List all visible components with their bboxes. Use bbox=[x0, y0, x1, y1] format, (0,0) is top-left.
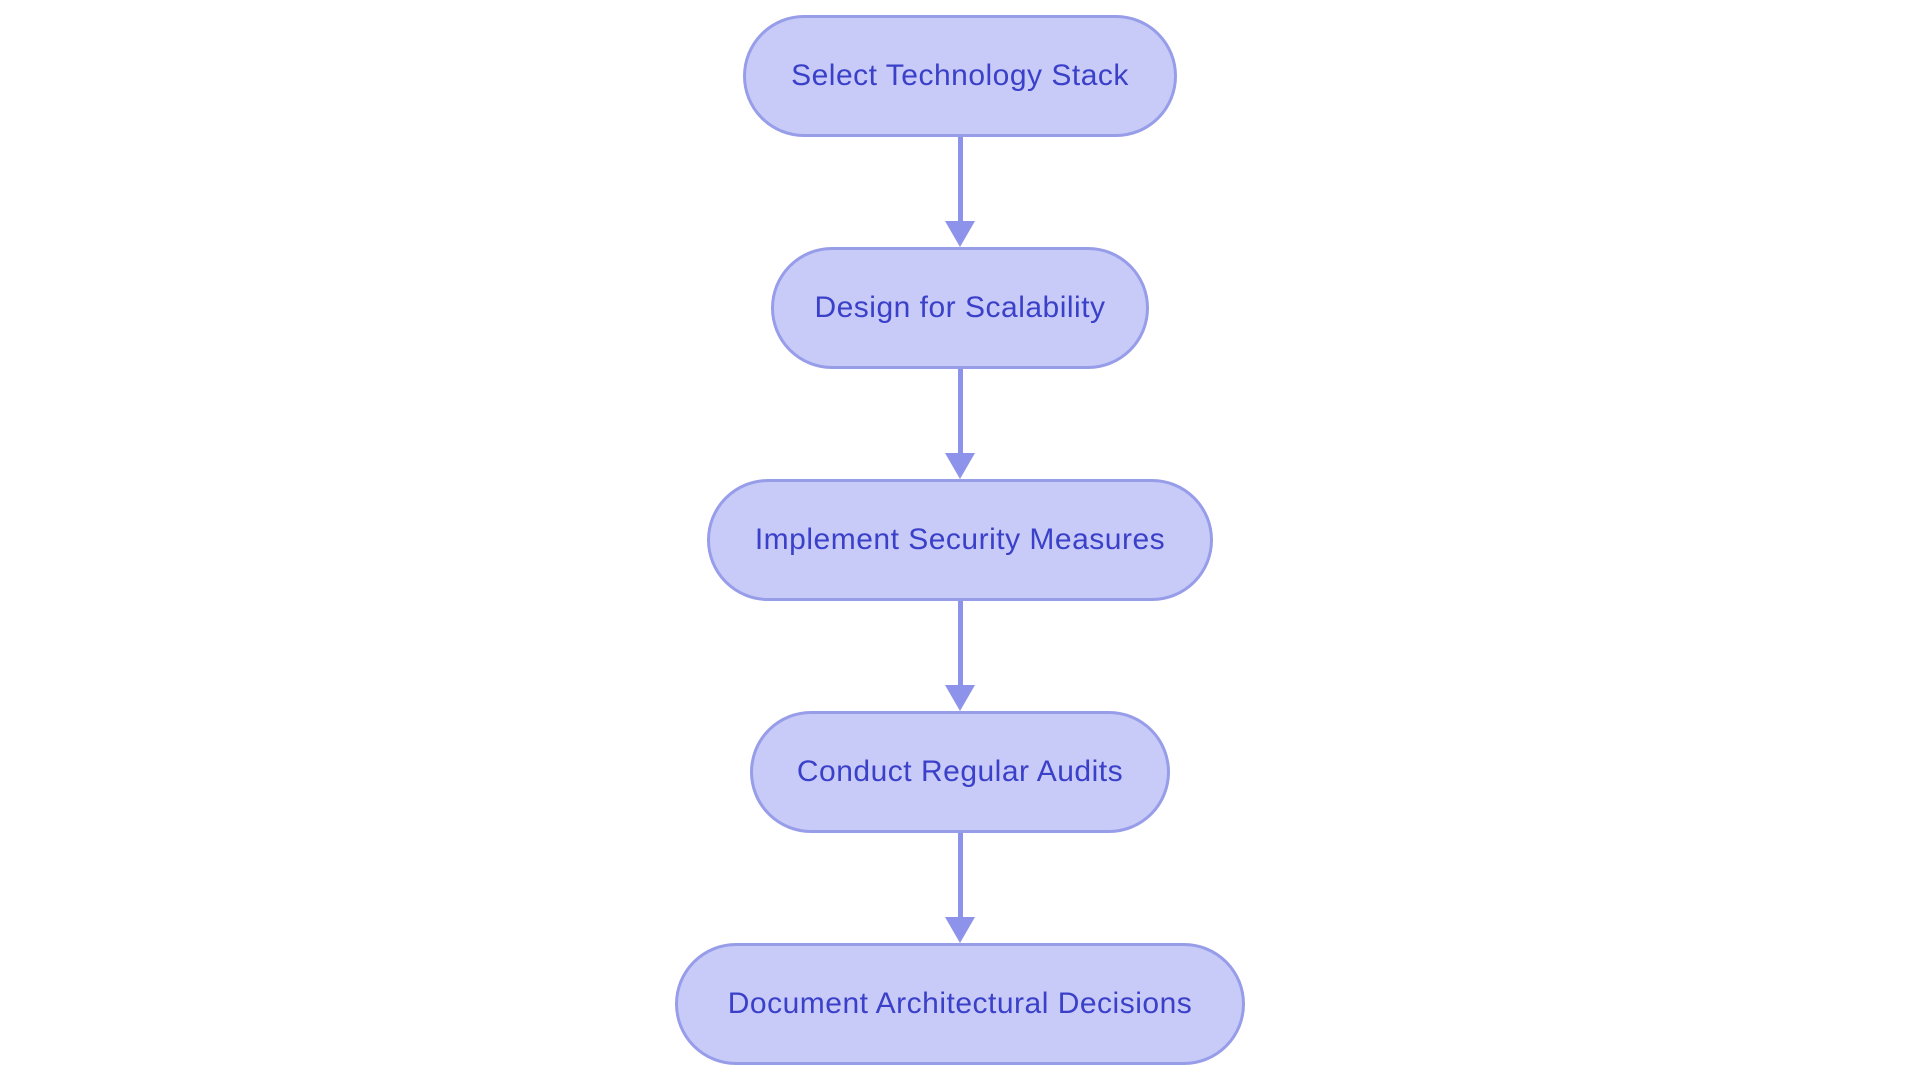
arrow-head-down-icon bbox=[945, 917, 975, 943]
arrow-head-down-icon bbox=[945, 221, 975, 247]
arrow-shaft bbox=[957, 369, 963, 453]
flow-node-conduct-regular-audits: Conduct Regular Audits bbox=[750, 711, 1170, 833]
flow-node-label: Implement Security Measures bbox=[754, 523, 1166, 556]
arrow-shaft bbox=[957, 833, 963, 917]
flow-arrow-3 bbox=[945, 601, 975, 711]
flow-node-implement-security-measures: Implement Security Measures bbox=[707, 479, 1213, 601]
arrow-shaft bbox=[957, 601, 963, 685]
flow-node-label: Document Architectural Decisions bbox=[727, 987, 1193, 1020]
flow-arrow-1 bbox=[945, 137, 975, 247]
arrow-shaft bbox=[957, 137, 963, 221]
flow-node-label: Conduct Regular Audits bbox=[796, 755, 1124, 788]
flow-node-select-technology-stack: Select Technology Stack bbox=[743, 15, 1177, 137]
flow-node-label: Select Technology Stack bbox=[791, 59, 1129, 92]
flow-node-document-architectural-decisions: Document Architectural Decisions bbox=[675, 943, 1245, 1065]
flow-node-label: Design for Scalability bbox=[814, 291, 1106, 324]
arrow-head-down-icon bbox=[945, 453, 975, 479]
flow-arrow-4 bbox=[945, 833, 975, 943]
arrow-head-down-icon bbox=[945, 685, 975, 711]
flow-node-design-for-scalability: Design for Scalability bbox=[771, 247, 1149, 369]
flow-arrow-2 bbox=[945, 369, 975, 479]
